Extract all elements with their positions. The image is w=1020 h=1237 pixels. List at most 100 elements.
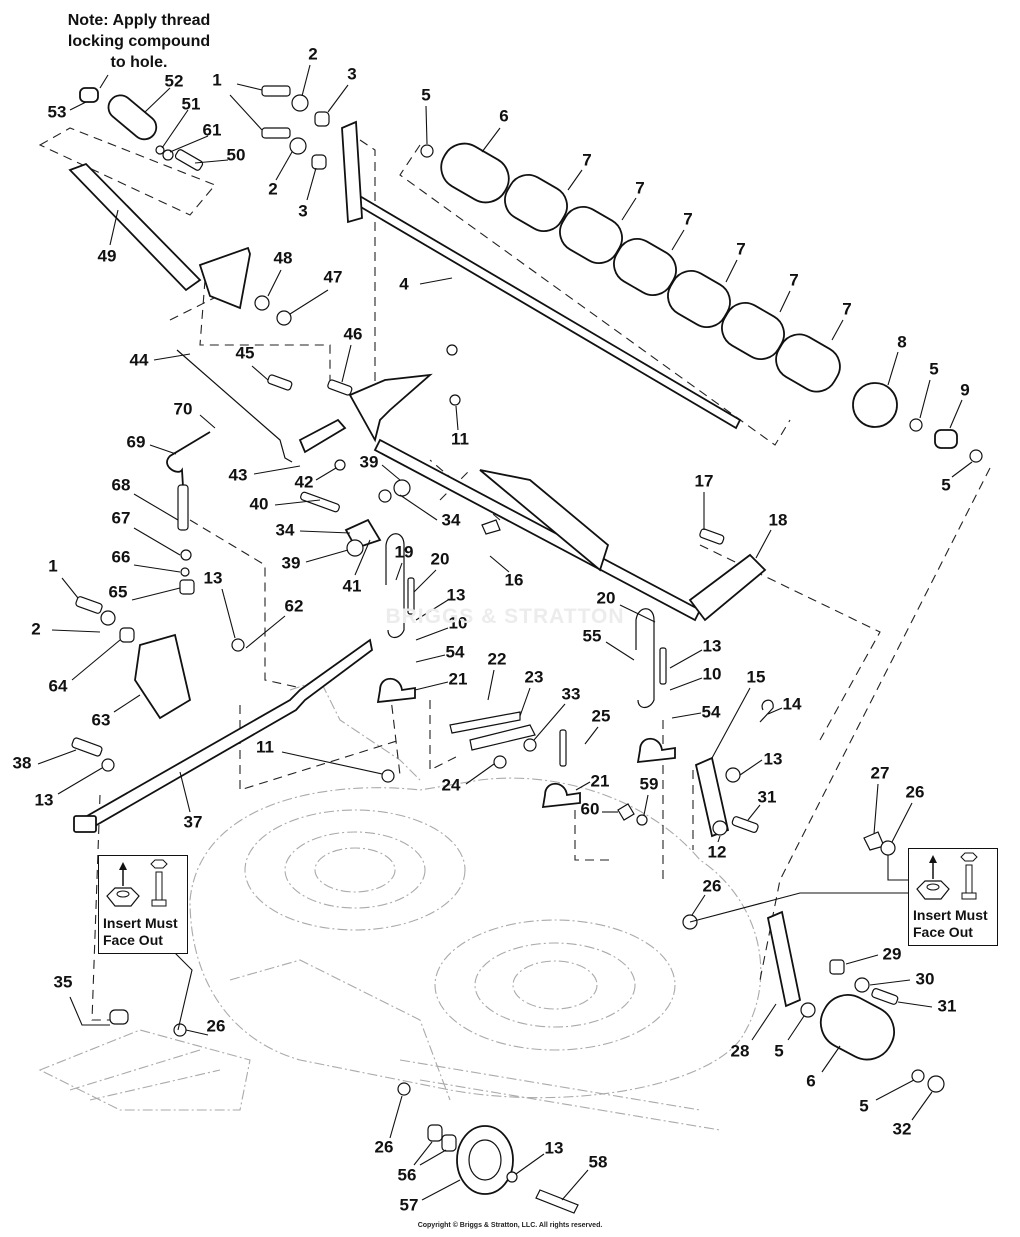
part-callout-1: 1 (212, 70, 221, 89)
insert-note-line: Face Out (103, 932, 163, 948)
part-callout-24: 24 (442, 775, 461, 794)
part-callout-8: 8 (897, 332, 906, 351)
part-callout-31: 31 (938, 996, 957, 1015)
lock-nut-illustration (106, 859, 168, 907)
part-callout-30: 30 (916, 969, 935, 988)
part-callout-27: 27 (871, 763, 890, 782)
part-callout-58: 58 (589, 1152, 608, 1171)
insert-note-line: Face Out (913, 924, 973, 940)
part-callout-7: 7 (842, 299, 851, 318)
part-callout-11: 11 (451, 429, 469, 448)
part-callout-34: 34 (442, 510, 461, 529)
part-callout-29: 29 (883, 944, 902, 963)
part-callout-5: 5 (929, 359, 938, 378)
part-callout-33: 33 (562, 684, 581, 703)
part-callout-13: 13 (545, 1138, 564, 1157)
part-callout-32: 32 (893, 1119, 912, 1138)
part-callout-7: 7 (736, 239, 745, 258)
bolt-icon (150, 859, 168, 907)
part-callout-6: 6 (499, 106, 508, 125)
part-callout-38: 38 (13, 753, 32, 772)
part-callout-25: 25 (592, 706, 611, 725)
part-callout-56: 56 (398, 1165, 417, 1184)
adjust-link-rod (71, 638, 373, 833)
part-callout-1: 1 (48, 556, 57, 575)
part-callout-60: 60 (581, 799, 600, 818)
part-callout-47: 47 (324, 267, 343, 286)
part-callout-67: 67 (112, 508, 131, 527)
part-callout-26: 26 (703, 876, 722, 895)
part-callout-22: 22 (488, 649, 507, 668)
part-callout-13: 13 (764, 749, 783, 768)
insert-note-line: Insert Must (103, 915, 178, 931)
height-adjust-assembly (75, 431, 411, 720)
part-callout-26: 26 (207, 1016, 226, 1035)
up-arrow-icon (119, 862, 127, 886)
part-callout-39: 39 (282, 553, 301, 572)
part-callout-68: 68 (112, 475, 131, 494)
lift-arm-assembly (327, 373, 767, 622)
lock-nut-icon (106, 887, 140, 907)
part-callout-57: 57 (400, 1195, 419, 1214)
lock-nut-illustration (916, 852, 978, 900)
part-callout-21: 21 (449, 669, 468, 688)
part-callout-28: 28 (731, 1041, 750, 1060)
note-line: locking compound (67, 33, 211, 50)
part-callout-65: 65 (109, 582, 128, 601)
part-callout-50: 50 (227, 145, 246, 164)
part-callout-54: 54 (446, 642, 465, 661)
part-callout-63: 63 (92, 710, 111, 729)
part-callout-35: 35 (54, 972, 73, 991)
clip-hardware (376, 344, 676, 809)
note-line: Note: Apply thread (67, 12, 211, 29)
front-roller-assembly (682, 831, 945, 1093)
part-callout-13: 13 (447, 585, 466, 604)
part-callout-18: 18 (769, 510, 788, 529)
up-arrow-icon (929, 855, 937, 879)
part-callout-3: 3 (347, 64, 356, 83)
part-callout-54: 54 (702, 702, 721, 721)
part-callout-48: 48 (274, 248, 293, 267)
part-callout-15: 15 (747, 667, 766, 686)
part-callout-11: 11 (256, 737, 274, 756)
part-callout-2: 2 (31, 619, 40, 638)
part-callout-2: 2 (268, 179, 277, 198)
part-callout-3: 3 (298, 201, 307, 220)
part-callout-13: 13 (204, 568, 223, 587)
hardware-top (79, 85, 330, 171)
part-callout-49: 49 (98, 246, 117, 265)
note-line: to hole. (110, 54, 168, 71)
part-callout-5: 5 (421, 85, 430, 104)
part-callout-45: 45 (236, 343, 255, 362)
part-callout-53: 53 (48, 102, 67, 121)
bolt-icon (960, 852, 978, 900)
part-callout-14: 14 (783, 694, 802, 713)
part-callout-46: 46 (344, 324, 363, 343)
insert-note-line: Insert Must (913, 907, 988, 923)
part-callout-5: 5 (774, 1041, 783, 1060)
lift-rod (176, 349, 347, 471)
part-callout-69: 69 (127, 432, 146, 451)
part-callout-16: 16 (505, 570, 524, 589)
leader-lines (37, 64, 973, 1201)
part-callout-23: 23 (525, 667, 544, 686)
part-callout-51: 51 (182, 94, 201, 113)
part-callout-64: 64 (49, 676, 68, 695)
part-callout-13: 13 (703, 636, 722, 655)
part-callout-39: 39 (360, 452, 379, 471)
part-callout-44: 44 (130, 350, 149, 369)
brand-watermark: BRIGGS & STRATTON (385, 605, 625, 628)
copyright-notice: Copyright © Briggs & Stratton, LLC. All … (417, 1222, 603, 1229)
part-callout-13: 13 (35, 790, 54, 809)
part-callout-2: 2 (308, 44, 317, 63)
part-callout-6: 6 (806, 1071, 815, 1090)
part-callout-37: 37 (184, 812, 203, 831)
gauge-wheel-assembly (109, 1009, 579, 1214)
lock-nut-icon (916, 880, 950, 900)
part-callout-19: 19 (395, 542, 414, 561)
insert-note-box-left: Insert Must Face Out (98, 855, 188, 954)
lift-handle (68, 162, 292, 326)
part-callout-43: 43 (229, 465, 248, 484)
part-callout-10: 10 (449, 613, 468, 632)
